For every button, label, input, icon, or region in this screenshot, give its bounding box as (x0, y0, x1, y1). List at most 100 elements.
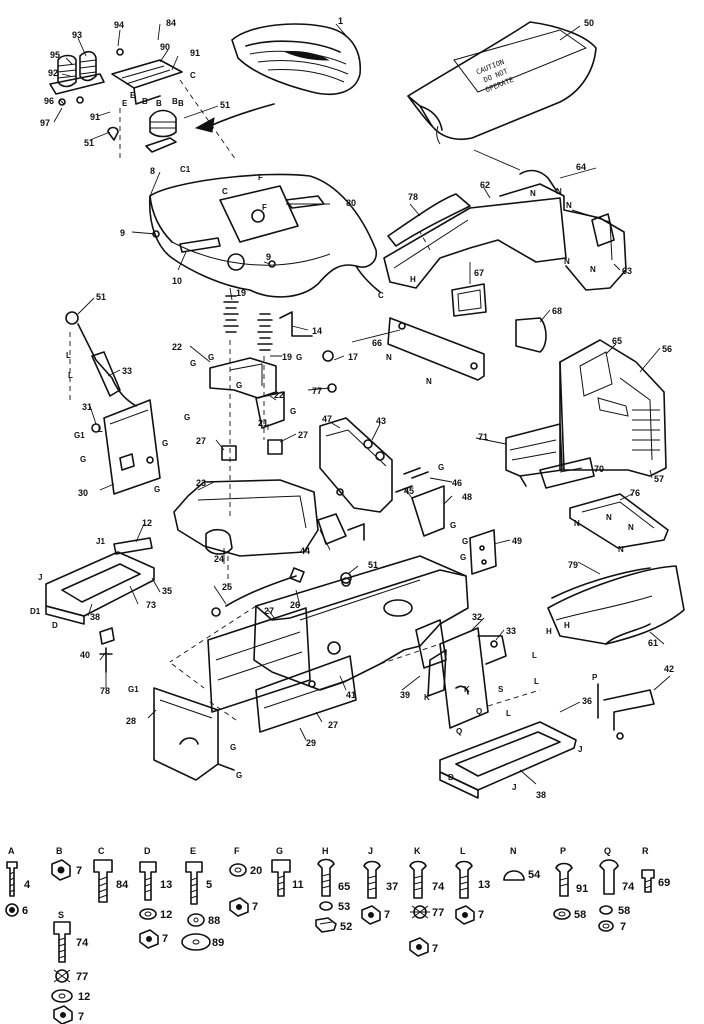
hardware-letter: B (56, 846, 63, 856)
callout: 80 (346, 198, 356, 208)
drawing-letter: C1 (180, 165, 191, 174)
hardware-letter: F (234, 846, 240, 856)
bracket-49 (469, 529, 497, 575)
drawing-letter: B (178, 99, 184, 108)
callout: 23 (196, 478, 206, 488)
hardware-part: 12 (160, 909, 172, 921)
drawing-letter: L (98, 425, 103, 434)
callout: 26 (290, 600, 300, 610)
seat (194, 23, 362, 133)
hardware-part: 11 (292, 879, 304, 891)
drawing-letter: N (574, 519, 580, 528)
drawing-letter: C (190, 71, 196, 80)
callout: 17 (348, 352, 358, 362)
callout: 66 (372, 338, 382, 348)
callout: 22 (172, 342, 182, 352)
hardware-part: 89 (212, 937, 224, 949)
drawing-letter: C (222, 187, 228, 196)
callout: 45 (404, 486, 414, 496)
right-plate (427, 627, 541, 729)
drawing-letter: N (606, 513, 612, 522)
hardware-part: 7 (78, 1011, 84, 1023)
drawing-letter: G (296, 353, 302, 362)
drawing-letter: C (378, 291, 384, 300)
callout: 65 (612, 336, 622, 346)
drawing-letters: C1 C F F C E B B B C N N N N N H H N N G… (30, 71, 634, 792)
hardware-part: 77 (432, 907, 444, 919)
hardware-part: 7 (478, 909, 484, 921)
drawing-letter: G (162, 439, 168, 448)
callout: 61 (648, 638, 658, 648)
callout: 57 (654, 474, 664, 484)
seat-bracket-assembly (49, 48, 237, 161)
hardware-part: 4 (24, 879, 31, 891)
drawing-letter: K (424, 693, 430, 702)
callout: 27 (298, 430, 308, 440)
callout: 1 (338, 16, 343, 26)
callout: 22 (274, 390, 284, 400)
callout: 40 (80, 650, 90, 660)
callout: 29 (306, 738, 316, 748)
hardware-letter: L (460, 846, 466, 856)
drawing-letter: N (566, 201, 572, 210)
hardware-part: 84 (116, 879, 129, 891)
callout: 27 (328, 720, 338, 730)
drawing-letter: F (262, 203, 267, 212)
hardware-letter: Q (604, 846, 611, 856)
drawing-letter: L (534, 677, 539, 686)
drawing-letter: G (450, 521, 456, 530)
hardware-part: 37 (386, 881, 398, 893)
hardware-part: 7 (162, 933, 168, 945)
drawing-letter: H (546, 627, 552, 636)
drawing-letter: L (66, 351, 71, 360)
callout: 51 (84, 138, 94, 148)
callout: 77 (312, 386, 322, 396)
left-footrest (45, 537, 155, 673)
hardware-letter: D (144, 846, 151, 856)
callout: 91 (90, 112, 100, 122)
hardware-part: 91 (576, 883, 588, 895)
callout: 8 (150, 166, 155, 176)
drawing-letter: G (208, 353, 214, 362)
hardware-letter: A (8, 846, 15, 856)
hood-decal: CAUTION DO NOT OPERATE (475, 58, 515, 94)
hardware-part: 52 (340, 921, 352, 933)
drawing-letter: B (156, 99, 162, 108)
callout: 92 (48, 68, 58, 78)
hardware-part: 74 (76, 937, 89, 949)
drawing-letter: Q (456, 727, 462, 736)
hardware-letter: K (414, 846, 421, 856)
drawing-letter: J1 (96, 537, 105, 546)
hardware-part: 12 (78, 991, 90, 1003)
callout: 67 (474, 268, 484, 278)
callout: 9 (266, 252, 271, 262)
drawing-letter: K (464, 685, 470, 694)
drawing-letter: N (628, 523, 634, 532)
hardware-letter: H (322, 846, 329, 856)
hardware-part: 74 (622, 881, 635, 893)
hardware-part: 69 (658, 877, 670, 889)
callout: 31 (82, 402, 92, 412)
hardware-letter: C (98, 846, 105, 856)
rubber-blocks (221, 439, 283, 461)
callout: 70 (594, 464, 604, 474)
drawing-letter: E (130, 91, 136, 100)
hardware-part: 65 (338, 881, 350, 893)
hardware-letter: S (58, 910, 64, 920)
rear-panel (383, 149, 627, 291)
callout: 56 (662, 344, 672, 354)
fuel-tank (173, 479, 319, 592)
callout: 47 (322, 414, 332, 424)
drawing-letter: J (512, 783, 516, 792)
hardware-part: 7 (76, 865, 82, 877)
callout: 62 (480, 180, 490, 190)
callout: 14 (312, 326, 322, 336)
hardware-part: 7 (432, 943, 438, 955)
drawing-letter: H (410, 275, 416, 284)
callout: 48 (462, 492, 472, 502)
drawing-letter: N (590, 265, 596, 274)
hardware-part: 77 (76, 971, 88, 983)
drawing-letter: Q (476, 707, 482, 716)
hardware-legend-shapes (5, 858, 655, 1024)
drawing-letter: P (592, 673, 598, 682)
